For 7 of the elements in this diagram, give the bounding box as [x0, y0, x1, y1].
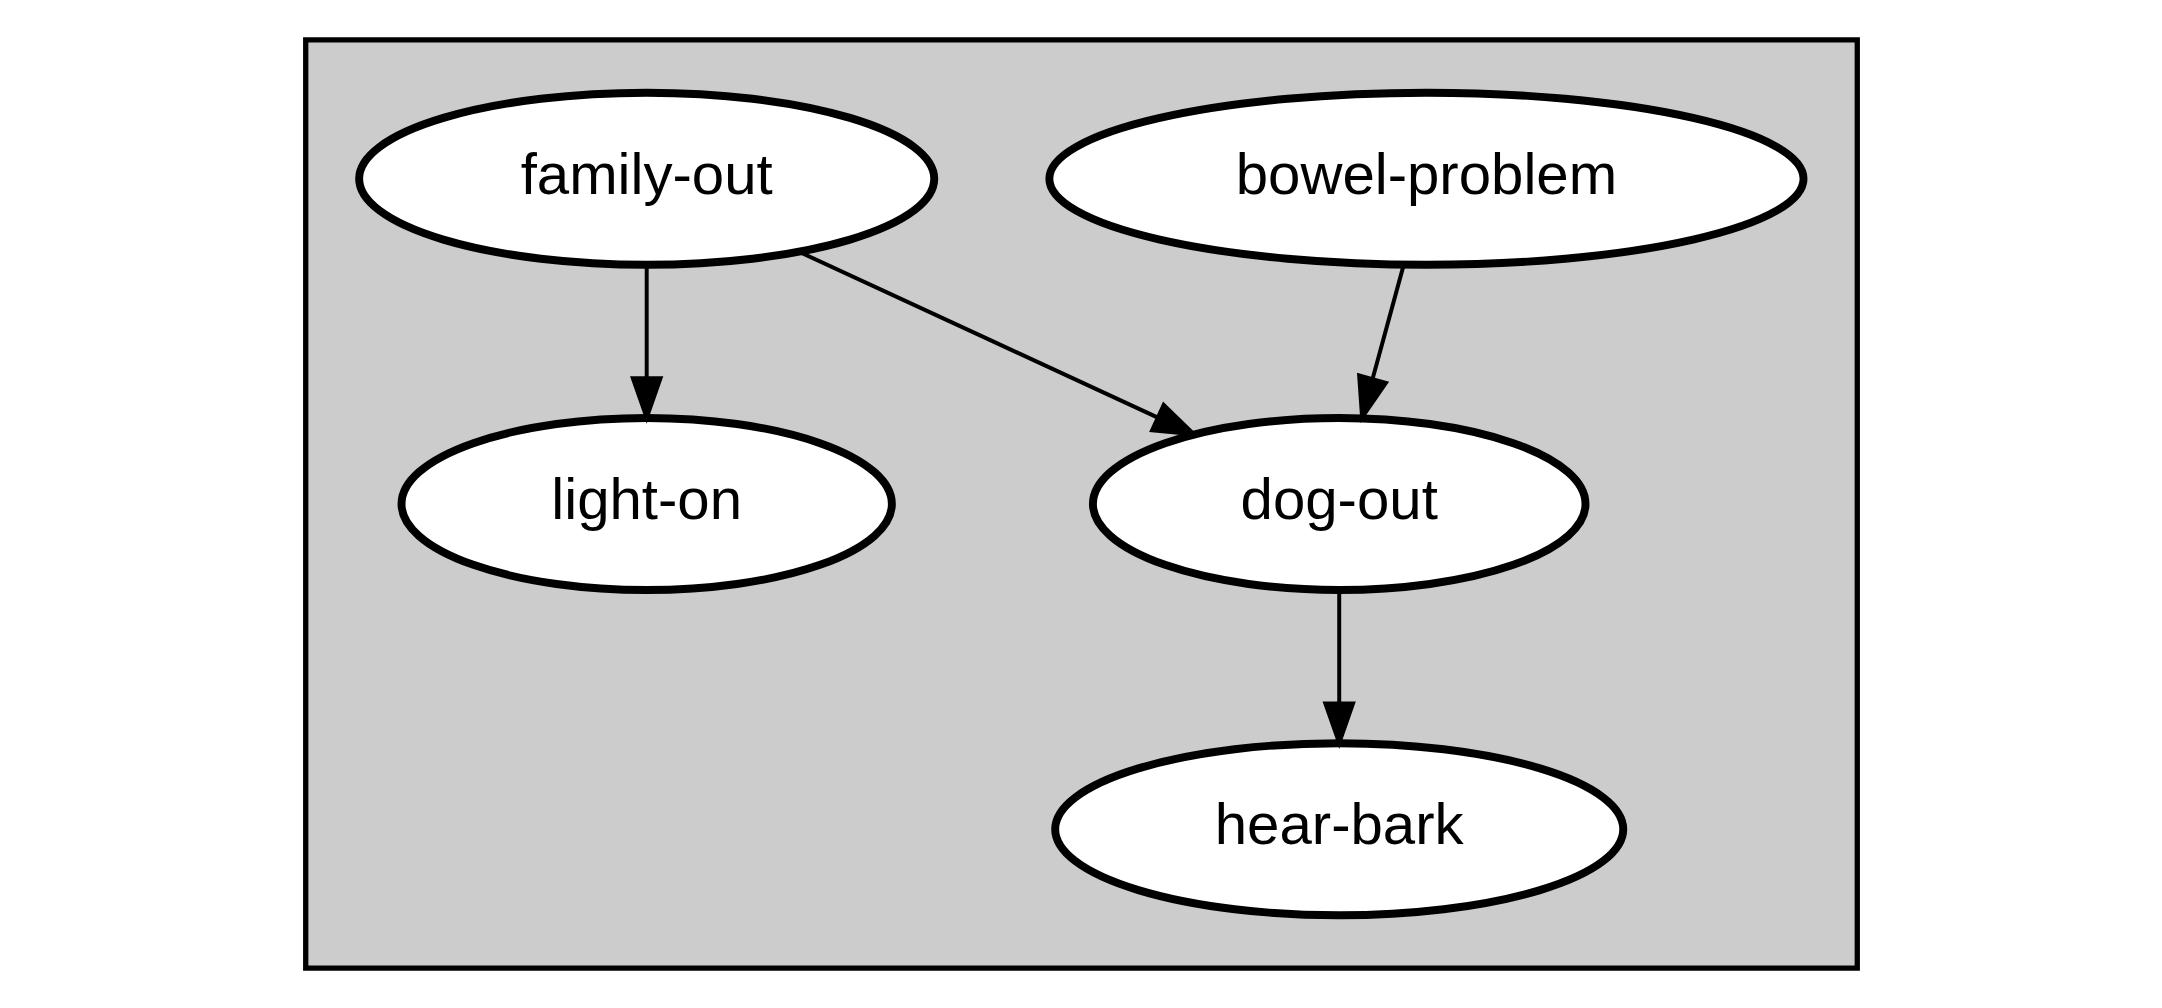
node-ellipse: light-on	[397, 414, 896, 594]
arrow	[629, 265, 663, 424]
node-ellipse: dog-out	[1088, 414, 1589, 594]
node-ellipse: bowel-problem	[1044, 88, 1807, 269]
node-ellipse: family-out	[354, 88, 938, 269]
cluster	[302, 37, 1860, 971]
node-ellipse: hear-bark	[1050, 739, 1627, 920]
